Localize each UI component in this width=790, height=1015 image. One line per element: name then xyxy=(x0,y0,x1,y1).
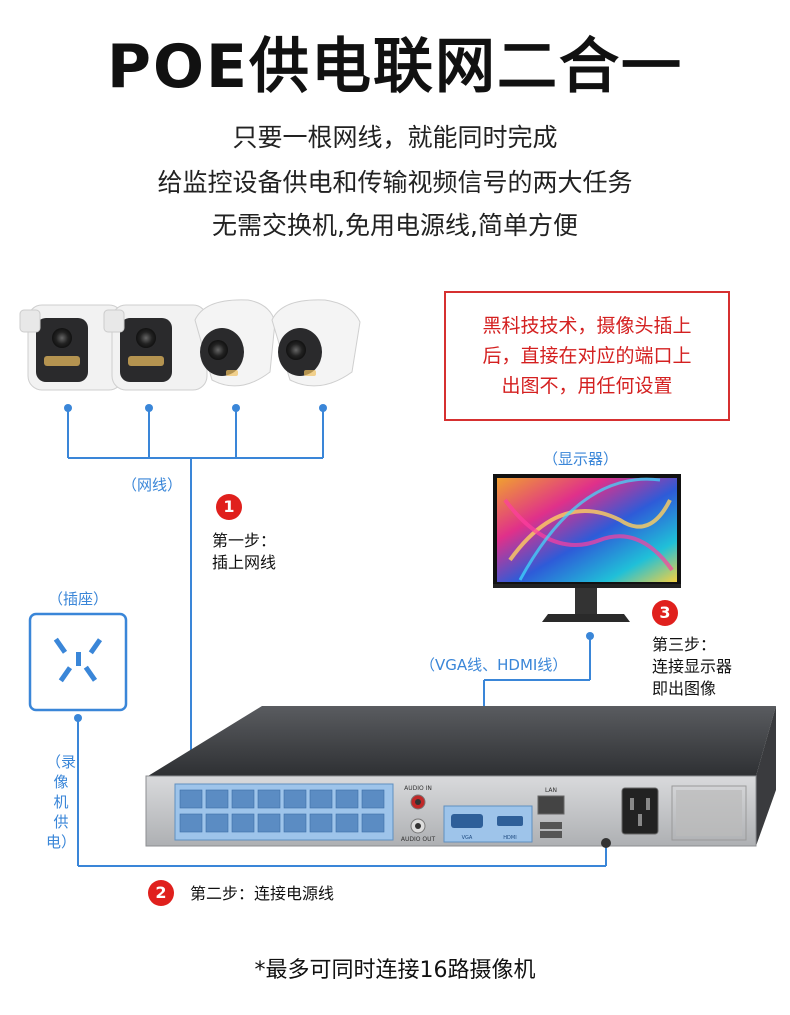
rj45-ports xyxy=(179,789,385,833)
audio-in-label: AUDIO IN xyxy=(404,785,432,792)
lan-label: LAN xyxy=(545,787,557,794)
audio-out-label: AUDIO OUT xyxy=(401,836,436,843)
subtitle-line-3: 无需交换机,免用电源线,简单方便 xyxy=(212,211,578,240)
nvr-recorder xyxy=(145,706,776,848)
step-2-text: 第二步：连接电源线 xyxy=(190,884,335,903)
note-line-1: 黑科技技术，摄像头插上 xyxy=(482,315,692,337)
video-cable-label: （VGA线、HDMI线） xyxy=(420,656,568,674)
subtitle-line-1: 只要一根网线，就能同时完成 xyxy=(232,123,558,152)
feature-note-box: 黑科技技术，摄像头插上 后，直接在对应的端口上 出图不，用任何设置 xyxy=(444,291,730,421)
power-socket xyxy=(28,612,128,712)
note-line-3: 出图不，用任何设置 xyxy=(501,375,673,397)
monitor-label: （显示器） xyxy=(543,450,619,468)
step-3-text: 第三步： 连接显示器 即出图像 xyxy=(652,635,733,698)
step-1-text: 第一步： 插上网线 xyxy=(212,531,277,572)
vga-label: VGA xyxy=(462,835,473,841)
step-2-badge: 2 xyxy=(148,880,174,906)
step-1-badge: 1 xyxy=(216,494,242,520)
footer-note: *最多可同时连接16路摄像机 xyxy=(254,958,536,983)
nvr-power-label: （录 像 机 供 电） xyxy=(46,753,77,851)
network-cable-label: （网线） xyxy=(122,476,183,494)
page-title: POE供电联网二合一 xyxy=(107,32,683,102)
step-3-badge: 3 xyxy=(652,600,678,626)
network-cable-lines xyxy=(67,408,324,790)
power-cable-line xyxy=(77,718,607,867)
note-line-2: 后，直接在对应的端口上 xyxy=(482,345,692,367)
bullet-camera-2 xyxy=(103,304,208,391)
bullet-camera-1 xyxy=(19,304,124,391)
hdmi-label: HDMI xyxy=(503,835,516,841)
monitor xyxy=(493,474,681,622)
subtitle-line-2: 给监控设备供电和传输视频信号的两大任务 xyxy=(157,168,633,197)
socket-label: （插座） xyxy=(48,590,109,608)
dome-camera-1 xyxy=(194,299,276,387)
dome-camera-2 xyxy=(271,299,361,387)
